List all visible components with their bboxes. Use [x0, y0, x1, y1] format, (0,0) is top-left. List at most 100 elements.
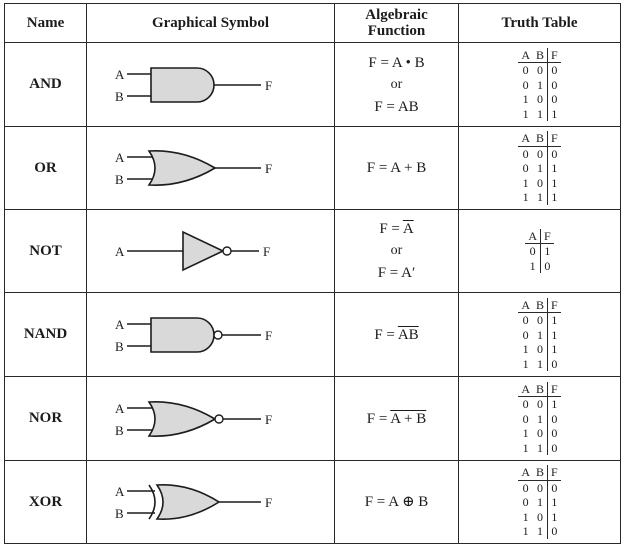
output-label: F: [265, 78, 272, 93]
gate-function-cell: F = A + B: [334, 126, 459, 210]
truth-table-value: 1: [536, 440, 543, 455]
input-label: B: [115, 506, 124, 521]
truth-table-value: 0: [522, 411, 529, 426]
inversion-bubble: [221, 246, 232, 256]
inversion-bubble: [212, 329, 223, 340]
truth-table-value: 0: [536, 92, 543, 107]
input-label: A: [115, 150, 125, 165]
input-label: A: [115, 244, 125, 259]
truth-table-value: 1: [522, 440, 529, 455]
function-overline-term: A: [402, 221, 414, 237]
truth-table-value: 1: [536, 356, 543, 371]
gate-name: OR: [4, 126, 87, 210]
truth-table-value: 1: [536, 106, 543, 121]
truth-table-value: 0: [536, 426, 543, 441]
gate-name: AND: [4, 42, 87, 127]
gate-body: [181, 230, 225, 272]
gate-function-cell: F = AB: [334, 292, 459, 377]
truth-table-value: 1: [546, 312, 561, 328]
function-text: F = A + B: [366, 160, 427, 176]
function-line: F = AB: [335, 324, 458, 346]
truth-table-value: 0: [546, 440, 561, 456]
truth-table-value: 0: [546, 62, 561, 78]
function-line: F = A + B: [335, 408, 458, 430]
truth-table-col-header: F: [546, 465, 561, 481]
gate-body: [149, 316, 215, 353]
truth-table-value: 1: [536, 327, 543, 342]
truth-table-col-header: B: [532, 47, 548, 64]
truth-table-value: 0: [522, 397, 529, 412]
truth-table-value: 1: [522, 106, 529, 121]
truth-table-value: 0: [536, 146, 543, 161]
truth-table-value: 1: [522, 175, 529, 190]
truth-table-value: 1: [546, 327, 561, 343]
truth-table-value: 1: [546, 175, 561, 191]
truth-table-value: 1: [539, 243, 554, 259]
output-label: F: [265, 161, 272, 176]
function-text: F =: [379, 221, 403, 237]
logic-gates-table: Name Graphical Symbol Algebraic Function…: [4, 3, 621, 544]
function-line: F = A ⊕ B: [335, 491, 458, 513]
truth-table-value: 0: [522, 480, 529, 495]
function-text: F = A ⊕ B: [364, 494, 429, 510]
header-function-line-1: Algebraic: [365, 7, 428, 23]
truth-table-value: 0: [536, 480, 543, 495]
input-label: A: [115, 484, 125, 499]
truth-table-value: 1: [536, 161, 543, 176]
gate-body: [149, 66, 215, 103]
truth-table-value: 0: [536, 342, 543, 357]
gate-body: [147, 400, 217, 437]
function-text: F = A • B: [368, 54, 425, 71]
truth-table-value: 0: [522, 63, 529, 78]
truth-table-value: 1: [546, 106, 561, 122]
nand-gate-icon: ABF: [115, 316, 272, 354]
gate-function-cell: F = A ⊕ B: [334, 460, 459, 544]
truth-table-value: 0: [522, 146, 529, 161]
function-line: F = A • B: [335, 52, 458, 74]
truth-table-value: 0: [536, 313, 543, 328]
input-label: A: [115, 401, 125, 416]
truth-table-value: 0: [529, 244, 536, 259]
truth-table-value: 0: [522, 77, 529, 92]
xor-gate-icon: ABF: [115, 484, 272, 521]
truth-table-value: 0: [546, 524, 561, 539]
function-line: or: [335, 240, 458, 262]
input-label: B: [115, 89, 124, 104]
truth-table-value: 0: [539, 258, 554, 274]
truth-table-value: 1: [522, 509, 529, 524]
output-label: F: [263, 244, 270, 259]
truth-table-value: 1: [546, 161, 561, 176]
truth-table-col-header: B: [532, 131, 548, 147]
input-label: B: [115, 339, 124, 354]
function-text: or: [390, 243, 403, 258]
truth-table-col-header: B: [532, 381, 548, 398]
